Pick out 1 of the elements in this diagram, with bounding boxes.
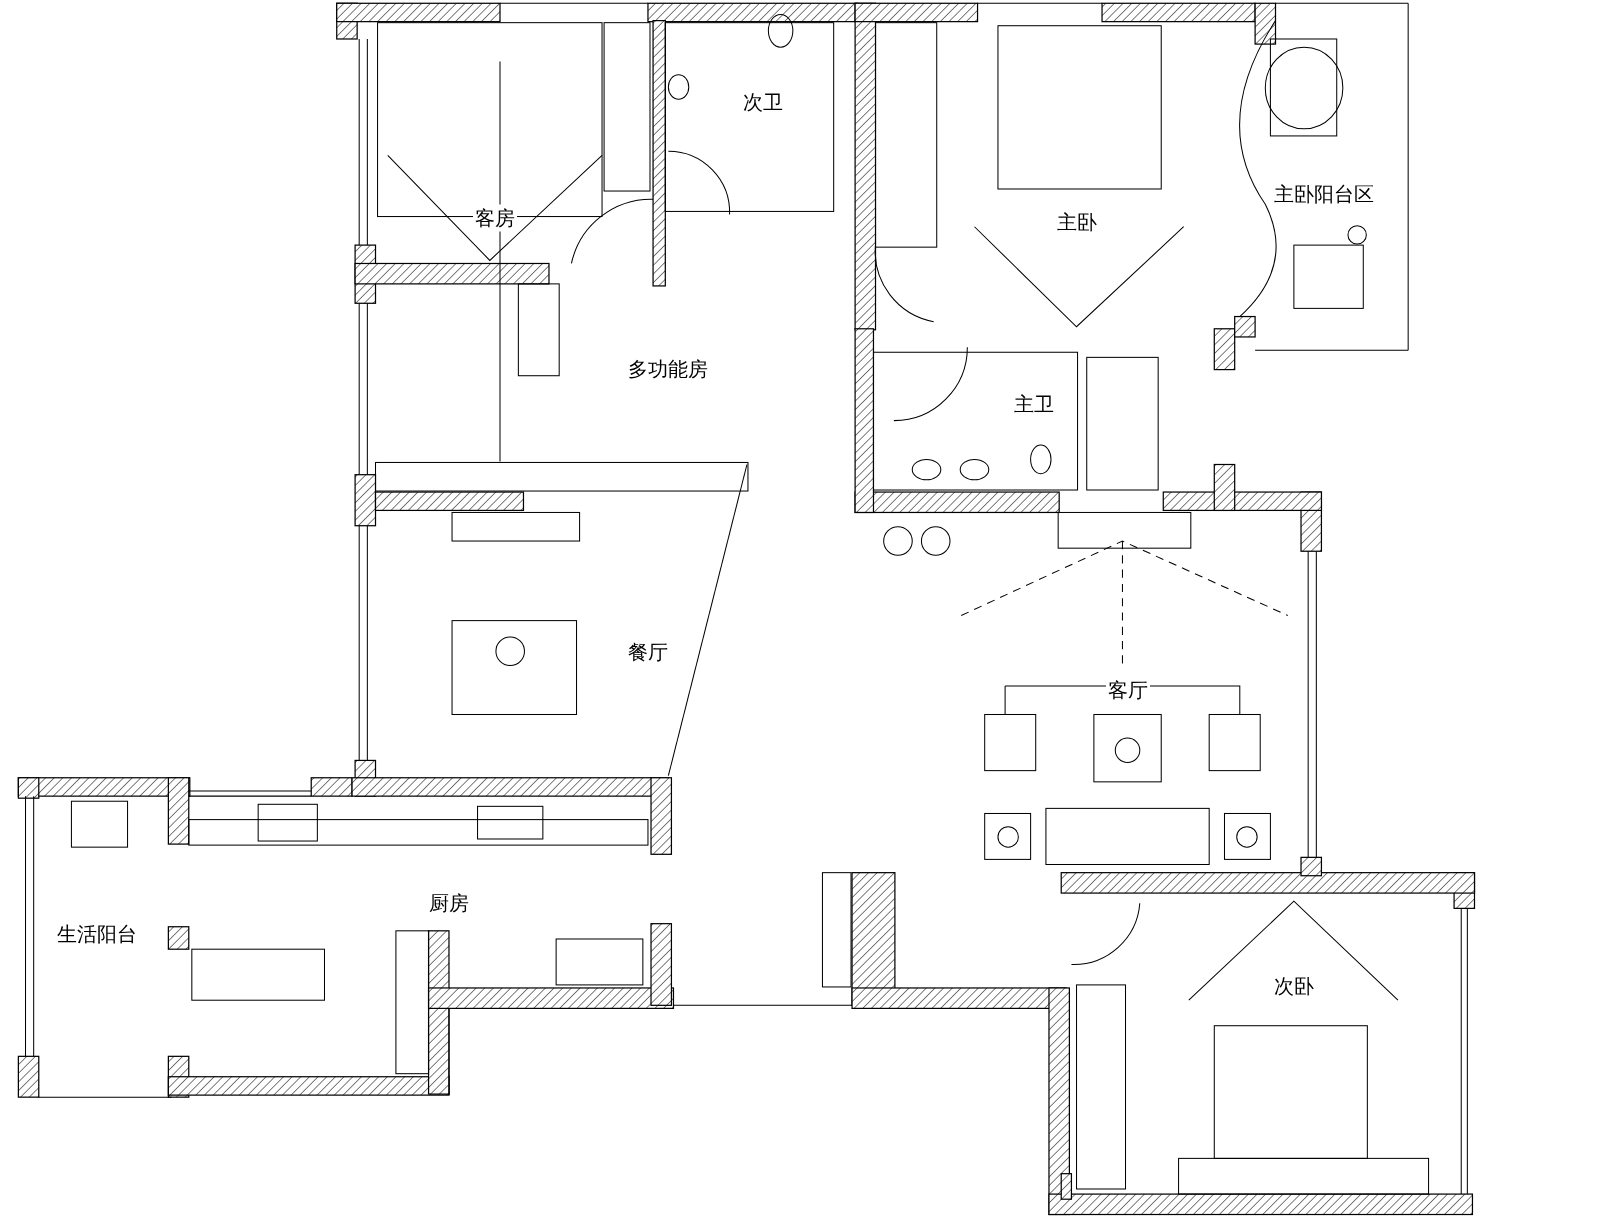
room-label: 客房 xyxy=(472,204,517,232)
